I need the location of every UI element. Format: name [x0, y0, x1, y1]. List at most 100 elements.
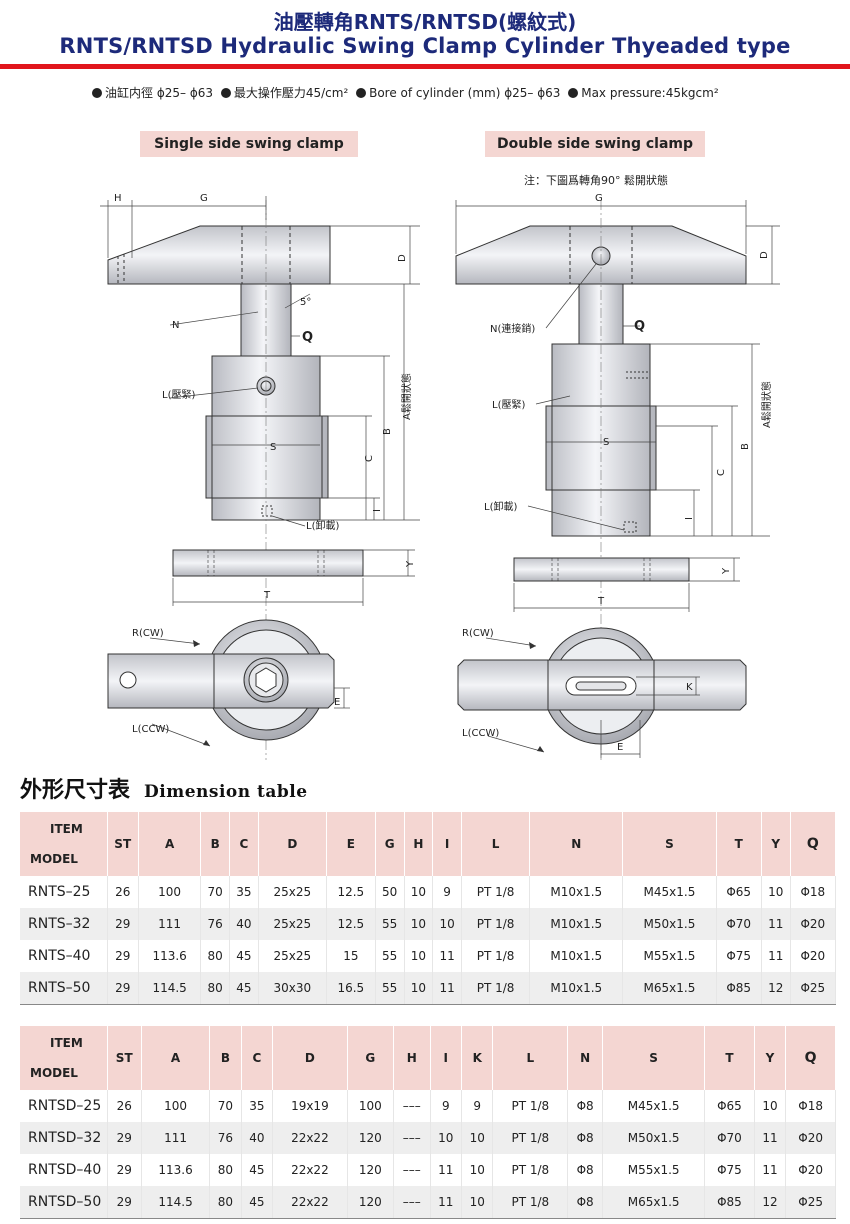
bullet-icon [220, 88, 231, 98]
value-cell: 11 [430, 1154, 463, 1186]
spec-item: 最大操作壓力45/cm² [220, 86, 348, 100]
value-cell: 25x25 [258, 940, 327, 972]
column-header: T [716, 812, 762, 876]
value-cell: 12 [761, 972, 791, 1005]
value-cell: 10 [432, 908, 462, 940]
column-header: L [492, 1026, 569, 1090]
value-cell: 111 [138, 908, 202, 940]
value-cell: 113.6 [141, 1154, 211, 1186]
column-header: N [529, 812, 624, 876]
value-cell: 11 [432, 940, 462, 972]
single-base-plate [172, 549, 364, 577]
dim-label-a-double: A鬆開狀態 [760, 381, 773, 428]
value-cell: 10 [404, 972, 434, 1005]
value-cell: 55 [375, 940, 405, 972]
value-cell: Φ75 [716, 940, 762, 972]
value-cell: PT 1/8 [492, 1154, 569, 1186]
dim-label-g: G [200, 193, 208, 204]
column-header: Y [761, 812, 791, 876]
value-cell: 70 [209, 1090, 242, 1122]
value-cell: 45 [229, 972, 259, 1005]
column-header: I [430, 1026, 463, 1090]
value-cell: 29 [107, 940, 139, 972]
dim-label-d: D [397, 254, 408, 262]
dim-label-t: T [263, 590, 271, 601]
bullet-icon [568, 88, 579, 98]
callout-r-cw: R(CW) [132, 628, 164, 639]
value-cell: 120 [347, 1122, 394, 1154]
value-cell: 80 [200, 972, 231, 1005]
column-header: K [461, 1026, 494, 1090]
value-cell: 19x19 [272, 1090, 348, 1122]
value-cell: Φ85 [716, 972, 762, 1005]
value-cell: 10 [404, 940, 434, 972]
dim-label-c-double: C [716, 469, 727, 476]
value-cell: 12.5 [326, 876, 376, 908]
column-header: C [241, 1026, 274, 1090]
value-cell: 11 [432, 972, 462, 1005]
value-cell: 76 [200, 908, 231, 940]
dim-label-e-double: E [617, 742, 623, 753]
dim-label-k: K [686, 682, 693, 693]
value-cell: 114.5 [141, 1186, 211, 1219]
value-cell: 10 [404, 908, 434, 940]
value-cell: 10 [461, 1186, 494, 1219]
value-cell: 35 [241, 1090, 274, 1122]
value-cell: Φ8 [567, 1122, 604, 1154]
value-cell: PT 1/8 [492, 1122, 569, 1154]
column-header: G [375, 812, 405, 876]
value-cell: Φ75 [704, 1154, 755, 1186]
column-header: Q [790, 812, 837, 876]
model-cell: RNTS–25 [20, 876, 108, 908]
value-cell: M55x1.5 [602, 1154, 706, 1186]
dim-label-t-double: T [597, 596, 605, 607]
column-header: S [622, 812, 717, 876]
dim-label-e: E [334, 697, 340, 708]
column-header: ST [107, 812, 139, 876]
dim-label-s-double: S [603, 437, 609, 448]
model-cell: RNTSD–40 [20, 1154, 108, 1186]
value-cell: 76 [209, 1122, 242, 1154]
dim-label-b: B [382, 428, 393, 435]
value-cell: 11 [754, 1122, 787, 1154]
value-cell: 120 [347, 1186, 394, 1219]
value-cell: PT 1/8 [492, 1090, 569, 1122]
drawing-note: 注：下圖爲轉角90° 鬆開狀態 [524, 173, 668, 187]
value-cell: 15 [326, 940, 376, 972]
value-cell: Φ85 [704, 1186, 755, 1219]
page-title-en: RNTS/RNTSD Hydraulic Swing Clamp Cylinde… [59, 34, 791, 58]
spec-line: 油缸内徑 ϕ25– ϕ63 最大操作壓力45/cm² Bore of cylin… [92, 84, 723, 101]
column-header: G [347, 1026, 394, 1090]
value-cell: Φ8 [567, 1186, 604, 1219]
value-cell: 55 [375, 972, 405, 1005]
value-cell: 10 [404, 876, 434, 908]
value-cell: 45 [241, 1154, 274, 1186]
value-cell: ––– [393, 1154, 431, 1186]
value-cell: 22x22 [272, 1154, 348, 1186]
value-cell: 25x25 [258, 876, 327, 908]
value-cell: Φ20 [785, 1122, 836, 1154]
double-side-label: Double side swing clamp [485, 131, 705, 157]
value-cell: M10x1.5 [529, 972, 624, 1005]
model-cell: RNTS–40 [20, 940, 108, 972]
callout-l-ccw: L(CCW) [132, 724, 169, 735]
column-header: E [326, 812, 376, 876]
dim-label-y-double: Y [721, 567, 732, 575]
value-cell: Φ20 [790, 940, 837, 972]
model-cell: RNTS–50 [20, 972, 108, 1005]
dim-label-a: A鬆開狀態 [400, 373, 413, 420]
dim-label-q: Q [302, 330, 313, 345]
value-cell: 22x22 [272, 1186, 348, 1219]
column-header: H [393, 1026, 431, 1090]
value-cell: 30x30 [258, 972, 327, 1005]
column-header: S [602, 1026, 706, 1090]
item-label: ITEM [50, 1036, 83, 1050]
column-header: D [258, 812, 327, 876]
value-cell: 40 [241, 1122, 274, 1154]
value-cell: 40 [229, 908, 259, 940]
